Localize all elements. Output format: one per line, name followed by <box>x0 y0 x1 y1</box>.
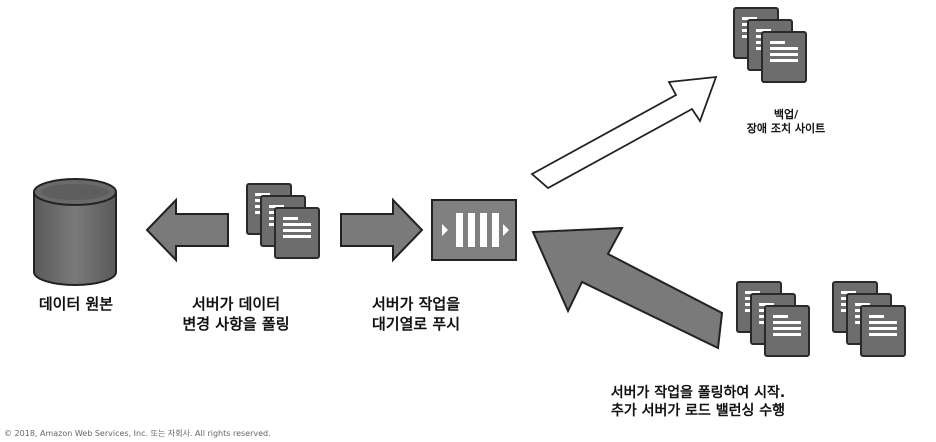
worker-server-stack-icon <box>737 282 809 356</box>
worker-label-line: 서버가 작업을 폴링하여 시작. <box>610 385 786 401</box>
server-push-label-line: 대기열로 푸시 <box>371 315 461 333</box>
database-label-text: 데이터 원본 <box>38 295 114 313</box>
worker-label-line: 추가 서버가 로드 밸런싱 수행 <box>610 403 786 419</box>
backup-server-stack-icon <box>734 8 806 82</box>
database-label: 데이터 원본 <box>16 294 136 314</box>
database-icon <box>33 178 117 286</box>
server-poll-label-line: 변경 사항을 폴링 <box>182 315 290 333</box>
server-poll-label: 서버가 데이터 변경 사항을 폴링 <box>156 294 316 334</box>
backup-label-line: 백업/ <box>773 108 799 121</box>
queue-icon <box>431 199 517 261</box>
backup-label: 백업/ 장애 조치 사이트 <box>726 108 846 136</box>
copyright-text: © 2018, Amazon Web Services, Inc. 또는 자회사… <box>4 429 271 438</box>
poll-arrow-icon <box>145 197 229 263</box>
server-poll-label-line: 서버가 데이터 <box>191 295 281 313</box>
worker-server-stack-icon <box>833 282 905 356</box>
server-push-label: 서버가 작업을 대기열로 푸시 <box>346 294 486 334</box>
backup-label-line: 장애 조치 사이트 <box>746 122 826 135</box>
server-push-label-line: 서버가 작업을 <box>371 295 461 313</box>
worker-label: 서버가 작업을 폴링하여 시작. 추가 서버가 로드 밸런싱 수행 <box>578 384 818 420</box>
worker-arrow-icon <box>531 226 724 350</box>
server-stack-icon <box>247 184 319 258</box>
backup-arrow-icon <box>530 75 718 190</box>
push-arrow-icon <box>340 197 424 263</box>
